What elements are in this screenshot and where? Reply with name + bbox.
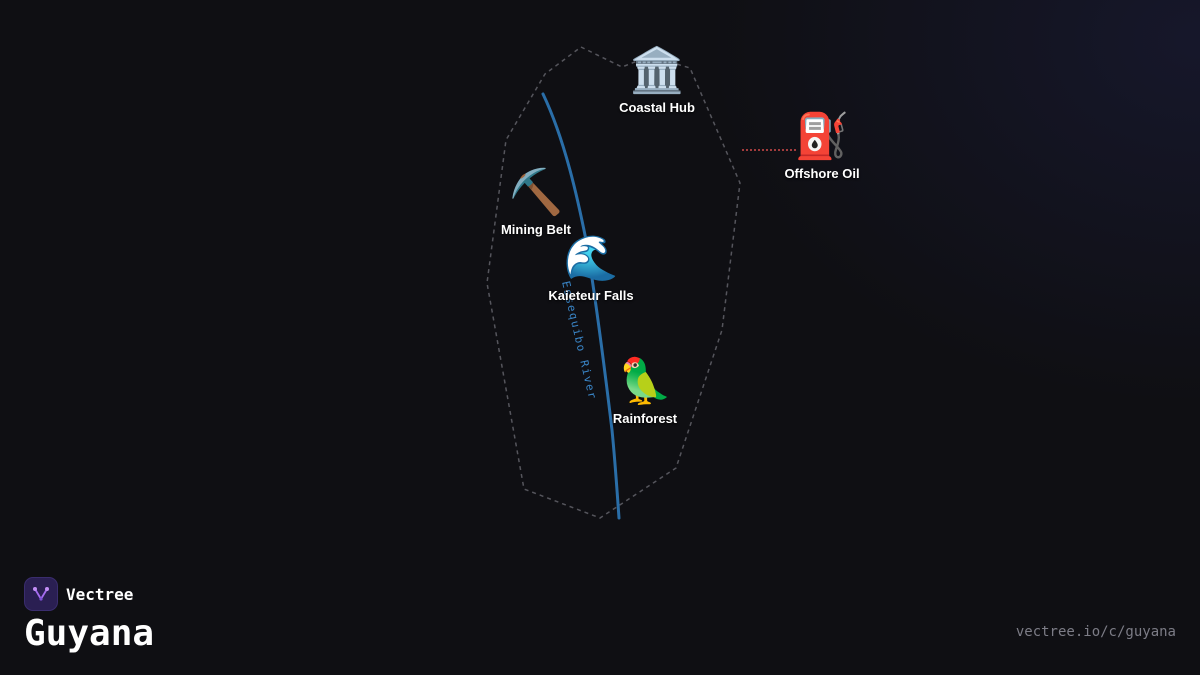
- brand-name: Vectree: [66, 584, 134, 604]
- marker-offshore-oil[interactable]: ⛽ Offshore Oil: [742, 112, 902, 182]
- marker-label: Rainforest: [612, 411, 678, 426]
- fuel-pump-icon: ⛽: [794, 112, 850, 161]
- essequibo-river: [541, 92, 621, 520]
- marker-coastal-hub[interactable]: 🏛️ Coastal Hub: [577, 46, 737, 116]
- brand[interactable]: Vectree: [24, 577, 133, 611]
- classical-building-icon: 🏛️: [629, 46, 685, 95]
- marker-label: Mining Belt: [500, 222, 572, 237]
- marker-label: Kaieteur Falls: [548, 288, 634, 303]
- marker-label: Coastal Hub: [619, 100, 695, 115]
- country-outline: [486, 46, 741, 519]
- marker-kaieteur-falls[interactable]: 🌊 Kaieteur Falls: [511, 234, 671, 304]
- parrot-icon: 🦜: [617, 357, 673, 406]
- page-title: Guyana: [24, 613, 155, 654]
- water-wave-icon: 🌊: [563, 234, 619, 283]
- pickaxe-icon: ⛏️: [508, 168, 564, 217]
- page-url-link[interactable]: vectree.io/c/guyana: [1015, 624, 1176, 640]
- marker-rainforest[interactable]: 🦜 Rainforest: [565, 357, 725, 427]
- vectree-logo-icon: [24, 577, 58, 611]
- marker-label: Offshore Oil: [784, 166, 860, 181]
- marker-mining-belt[interactable]: ⛏️ Mining Belt: [456, 168, 616, 238]
